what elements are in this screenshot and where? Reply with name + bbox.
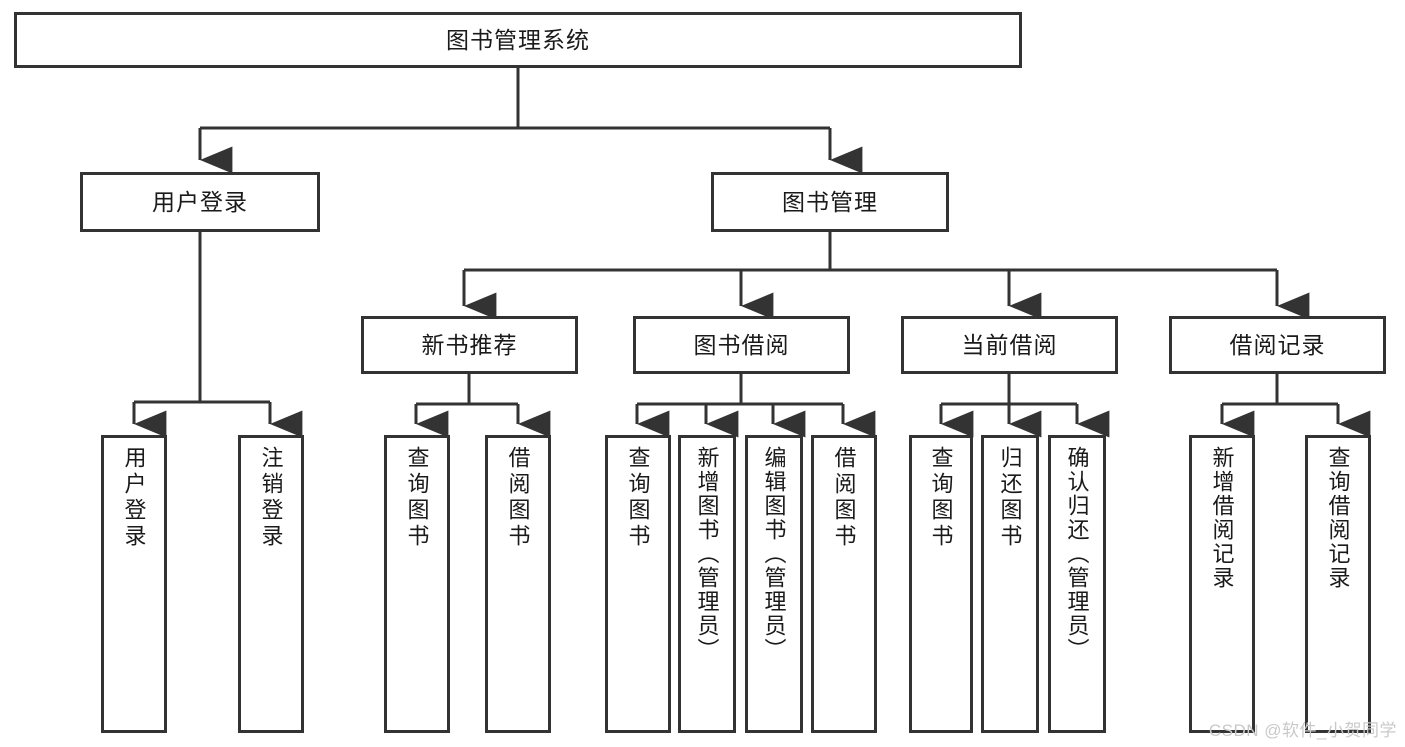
node-leaf-borrow-book-2[interactable]: 借阅图书: [811, 435, 877, 733]
node-leaf-add-book-label: 新增图书（管理员）: [694, 446, 720, 662]
node-leaf-logout[interactable]: 注销登录: [238, 435, 304, 733]
node-user-login-label: 用户登录: [152, 188, 248, 215]
node-root[interactable]: 图书管理系统: [14, 12, 1022, 68]
csdn-watermark: CSDN @软件_小贺同学: [1208, 721, 1397, 740]
node-leaf-query-book-2-label: 查询图书: [625, 446, 651, 550]
node-leaf-add-record-label: 新增借阅记录: [1209, 446, 1235, 590]
node-new-book-rec[interactable]: 新书推荐: [361, 316, 578, 374]
node-leaf-confirm-return-label: 确认归还（管理员）: [1064, 446, 1090, 662]
node-leaf-query-record[interactable]: 查询借阅记录: [1305, 435, 1371, 733]
node-root-label: 图书管理系统: [446, 26, 590, 53]
node-leaf-query-book-3[interactable]: 查询图书: [909, 435, 973, 733]
node-borrow-record[interactable]: 借阅记录: [1169, 316, 1386, 374]
node-leaf-query-record-label: 查询借阅记录: [1325, 446, 1351, 590]
node-leaf-query-book-1[interactable]: 查询图书: [384, 435, 450, 733]
node-leaf-edit-book-label: 编辑图书（管理员）: [761, 446, 787, 662]
node-leaf-add-book[interactable]: 新增图书（管理员）: [678, 435, 736, 733]
node-current-borrow-label: 当前借阅: [961, 331, 1058, 358]
node-leaf-confirm-return[interactable]: 确认归还（管理员）: [1048, 435, 1106, 733]
node-new-book-rec-label: 新书推荐: [421, 331, 518, 358]
node-leaf-logout-label: 注销登录: [258, 446, 284, 550]
node-book-borrow-label: 图书借阅: [693, 331, 790, 358]
node-borrow-record-label: 借阅记录: [1229, 331, 1326, 358]
node-leaf-add-record[interactable]: 新增借阅记录: [1189, 435, 1255, 733]
node-leaf-query-book-3-label: 查询图书: [928, 446, 954, 550]
node-leaf-return-book-label: 归还图书: [997, 446, 1023, 550]
node-leaf-return-book[interactable]: 归还图书: [981, 435, 1039, 733]
node-leaf-borrow-book-1-label: 借阅图书: [505, 446, 531, 550]
node-leaf-borrow-book-1[interactable]: 借阅图书: [485, 435, 551, 733]
node-book-manage[interactable]: 图书管理: [711, 172, 949, 232]
node-book-manage-label: 图书管理: [782, 188, 878, 215]
node-leaf-query-book-2[interactable]: 查询图书: [605, 435, 671, 733]
node-user-login[interactable]: 用户登录: [80, 172, 320, 232]
node-current-borrow[interactable]: 当前借阅: [901, 316, 1118, 374]
node-book-borrow[interactable]: 图书借阅: [633, 316, 850, 374]
node-leaf-query-book-1-label: 查询图书: [404, 446, 430, 550]
node-leaf-edit-book[interactable]: 编辑图书（管理员）: [745, 435, 803, 733]
node-leaf-borrow-book-2-label: 借阅图书: [831, 446, 857, 550]
node-leaf-user-login-label: 用户登录: [121, 446, 147, 550]
node-leaf-user-login[interactable]: 用户登录: [101, 435, 167, 733]
